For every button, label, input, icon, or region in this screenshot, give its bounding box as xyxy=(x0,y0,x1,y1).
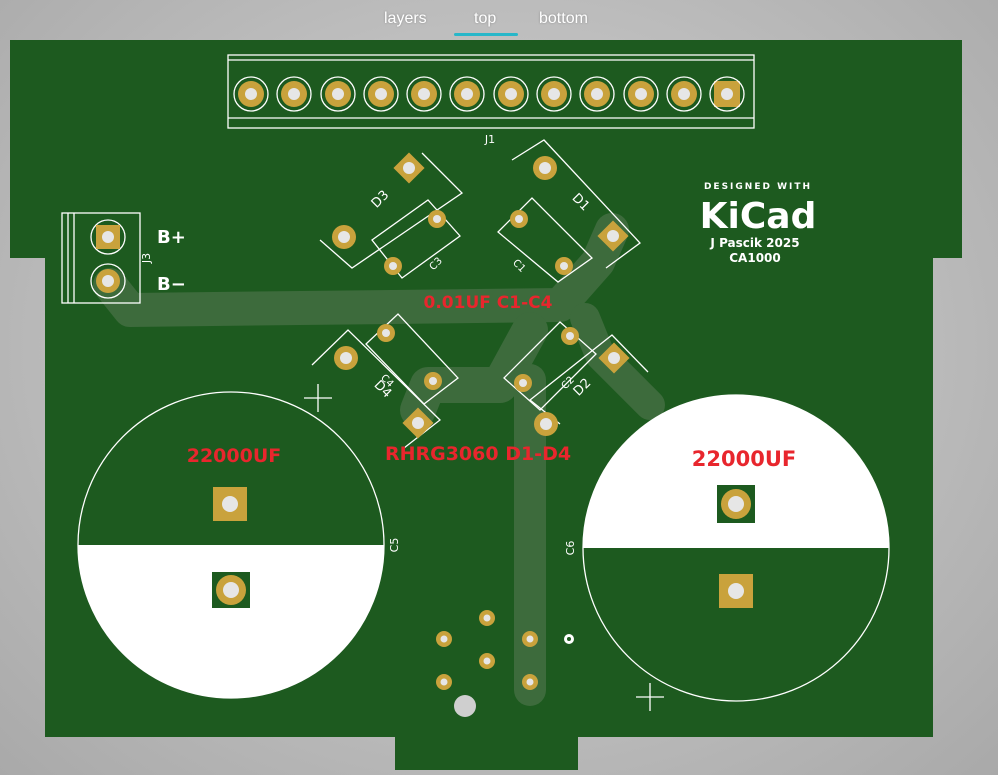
view-tabs-bar: layers top bottom xyxy=(0,0,998,40)
j3-connector: J3 B+ B− xyxy=(61,212,186,304)
note-small-caps: 0.01UF C1-C4 xyxy=(424,293,553,313)
active-tab-indicator xyxy=(454,33,518,36)
b-minus-label: B− xyxy=(157,274,186,295)
cap-c6: C6 xyxy=(564,394,890,711)
note-diodes: RHRG3060 D1-D4 xyxy=(385,443,571,465)
tab-layers[interactable]: layers xyxy=(384,10,427,27)
kicad-logo: DESIGNED WITH KiCad J Pascik 2025 CA1000 xyxy=(700,182,817,265)
note-cap-left: 22000UF xyxy=(187,445,282,467)
author-text: J Pascik 2025 xyxy=(709,236,799,250)
j1-connector: J1 xyxy=(227,54,755,146)
tab-bottom[interactable]: bottom xyxy=(539,10,588,27)
c5-ref: C5 xyxy=(388,538,401,553)
j1-ref: J1 xyxy=(484,133,495,146)
diode-d3: D3 xyxy=(319,152,464,269)
logo-tagline: DESIGNED WITH xyxy=(704,182,812,192)
bottom-pad-cluster xyxy=(436,610,574,717)
logo-wordmark: KiCad xyxy=(700,196,817,237)
note-cap-right: 22000UF xyxy=(692,447,796,471)
tab-top[interactable]: top xyxy=(474,10,497,27)
cap-c3: C3 xyxy=(371,199,461,279)
j1-pads xyxy=(233,76,745,112)
model-text: CA1000 xyxy=(729,251,781,265)
c6-ref: C6 xyxy=(564,541,577,556)
view-tabs: layers top bottom xyxy=(0,10,998,40)
b-plus-label: B+ xyxy=(157,227,186,248)
cap-c4: C4 xyxy=(365,313,459,405)
cap-c5: C5 xyxy=(77,384,401,699)
cap-c1: C1 xyxy=(497,197,594,283)
j3-ref: J3 xyxy=(140,253,153,264)
